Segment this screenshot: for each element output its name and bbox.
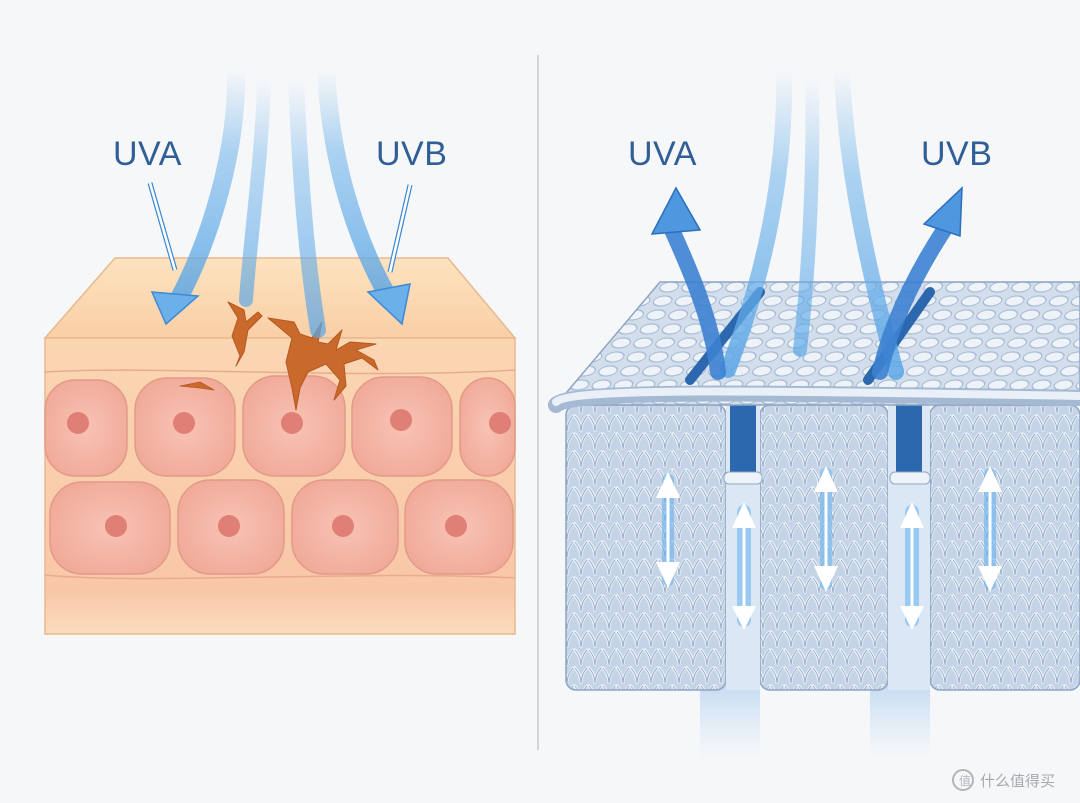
cell-nucleus	[67, 412, 89, 434]
watermark: 值 什么值得买	[953, 770, 1055, 790]
fabric-channel-ring	[724, 472, 762, 484]
uva-pointer-line-inner	[150, 183, 175, 270]
fabric-channel-dark	[896, 405, 922, 475]
uva-reflect-arrow-head	[652, 188, 700, 234]
uvb-reflect-arrow-head	[924, 188, 962, 236]
cell-nucleus	[218, 515, 240, 537]
watermark-text: 什么值得买	[980, 772, 1055, 790]
cell-nucleus	[332, 515, 354, 537]
cell-nucleus	[445, 515, 467, 537]
label-left-uva: UVA	[113, 135, 182, 173]
uv-ray-beam	[800, 80, 812, 350]
cell-nucleus	[390, 409, 412, 431]
cell-nucleus	[173, 412, 195, 434]
label-right-uva: UVA	[628, 135, 697, 173]
cell-nucleus	[105, 515, 127, 537]
skin-panel	[45, 258, 515, 634]
label-right-uvb: UVB	[921, 135, 992, 173]
fabric-block	[566, 405, 726, 690]
fabric-block	[930, 405, 1080, 690]
smzdm-logo-glyph: 值	[959, 773, 971, 788]
cell-nucleus	[281, 412, 303, 434]
cell-nucleus	[489, 412, 511, 434]
label-left-uvb: UVB	[376, 135, 447, 173]
skin-cells-row-1	[45, 376, 515, 476]
fabric-panel	[556, 282, 1080, 760]
fabric-channel-ring	[890, 472, 930, 484]
fabric-channel-dark	[730, 405, 756, 475]
